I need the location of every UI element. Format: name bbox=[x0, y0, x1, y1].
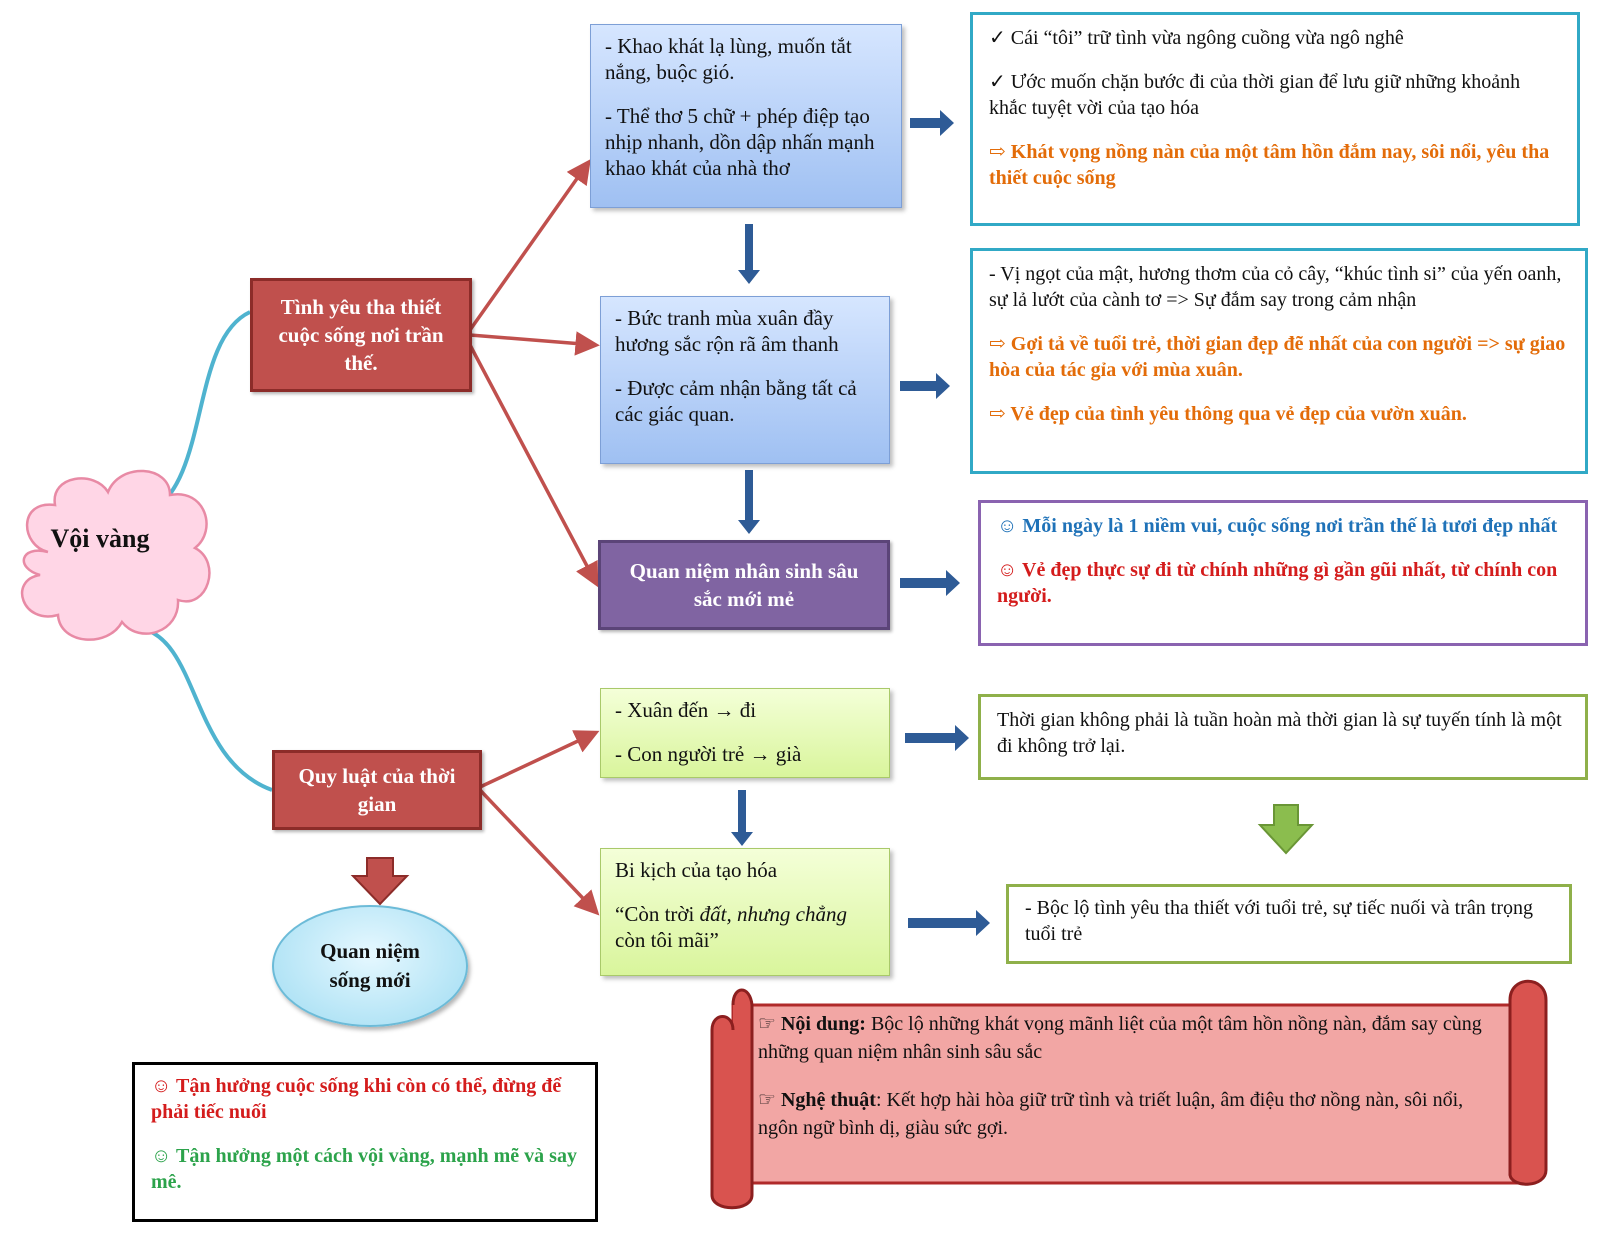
branch1-title: Tình yêu tha thiết cuộc sống nơi trần th… bbox=[278, 295, 444, 375]
blue-arrows-down bbox=[731, 224, 760, 846]
link-branch2-a bbox=[479, 730, 600, 789]
summary-content: ☞ Nội dung: Bộc lộ những khát vọng mãnh … bbox=[758, 1010, 1498, 1066]
new-view-label: Quan niệm sống mới bbox=[320, 939, 420, 992]
branch1-box-a: - Khao khát lạ lùng, muốn tắt nắng, buộc… bbox=[590, 24, 902, 208]
cloud-link-bottom bbox=[139, 626, 273, 792]
red-down-arrow bbox=[350, 857, 410, 906]
branch2-note-b: - Bộc lộ tình yêu tha thiết với tuổi trẻ… bbox=[1006, 884, 1572, 964]
new-view-line-1: ☺ Tận hưởng cuộc sống khi còn có thể, đừ… bbox=[151, 1075, 562, 1123]
quote-open: “Còn trời bbox=[615, 902, 700, 926]
branch1-note-c: ☺ Mỗi ngày là 1 niềm vui, cuộc sống nơi … bbox=[978, 500, 1588, 646]
arrow-down-2 bbox=[738, 470, 760, 534]
arrow-down-3 bbox=[731, 790, 753, 846]
green-down-arrow bbox=[1257, 804, 1315, 855]
blue-arrows-right bbox=[900, 110, 990, 936]
link-branch2-b bbox=[478, 788, 600, 916]
branch2-title-box: Quy luật của thời gian bbox=[272, 750, 482, 830]
branch1-box-b: - Bức tranh mùa xuân đầy hương sắc rộn r… bbox=[600, 296, 890, 464]
quote-close: còn tôi mãi” bbox=[615, 928, 719, 952]
arrow-right-3 bbox=[900, 570, 960, 596]
branch1-note-a: ✓ Cái “tôi” trữ tình vừa ngông cuồng vừa… bbox=[970, 12, 1580, 226]
note-b-line-2: ⇨ Gợi tả về tuổi trẻ, thời gian đẹp đẽ n… bbox=[989, 333, 1566, 381]
arrow-right-5 bbox=[908, 910, 990, 936]
center-topic-label: Vội vàng bbox=[50, 524, 150, 553]
branch2-box-a-line-1: - Xuân đến → đi bbox=[615, 698, 757, 722]
note-a-check-1: ✓ Cái “tôi” trữ tình vừa ngông cuồng vừa… bbox=[989, 27, 1404, 49]
arrow-right-1 bbox=[910, 110, 954, 136]
art-label: Nghệ thuật bbox=[780, 1089, 876, 1111]
branch2-box-b-quote: “Còn trời đất, nhưng chẳng còn tôi mãi” bbox=[615, 901, 875, 953]
branch1-box-a-line-2: - Thể thơ 5 chữ + phép điệp tạo nhịp nha… bbox=[605, 104, 875, 180]
branch2-note-a-text: Thời gian không phải là tuần hoàn mà thờ… bbox=[997, 709, 1562, 757]
bullet-icon: ☞ bbox=[758, 1089, 776, 1111]
quote-italic: đất, nhưng chẳng bbox=[699, 902, 847, 926]
branch2-box-b: Bi kịch của tạo hóa “Còn trời đất, nhưng… bbox=[600, 848, 890, 976]
branch2-box-a: - Xuân đến → đi - Con người trẻ → già bbox=[600, 688, 890, 778]
note-b-line-1: - Vị ngọt của mật, hương thơm của cỏ cây… bbox=[989, 263, 1562, 311]
branch2-box-b-line-1: Bi kịch của tạo hóa bbox=[615, 858, 778, 882]
arrow-down-1 bbox=[738, 224, 760, 284]
bullet-icon: ☞ bbox=[758, 1013, 776, 1035]
branch2-title: Quy luật của thời gian bbox=[298, 764, 456, 816]
content-text: Bộc lộ những khát vọng mãnh liệt của một… bbox=[758, 1013, 1482, 1063]
summary-art: ☞ Nghệ thuật: Kết hợp hài hòa giữ trữ tì… bbox=[758, 1086, 1498, 1142]
branch1-note-b: - Vị ngọt của mật, hương thơm của cỏ cây… bbox=[970, 248, 1588, 474]
arrow-right-2 bbox=[900, 373, 950, 399]
branch1-box-a-line-1: - Khao khát lạ lùng, muốn tắt nắng, buộc… bbox=[605, 34, 852, 84]
new-view-ellipse: Quan niệm sống mới bbox=[272, 905, 468, 1027]
branch1-box-c: Quan niệm nhân sinh sâu sắc mới mẻ bbox=[598, 540, 890, 630]
note-b-line-3: ⇨ Vẻ đẹp của tình yêu thông qua vẻ đẹp c… bbox=[989, 403, 1467, 425]
note-a-conclusion: ⇨ Khát vọng nồng nàn của một tâm hồn đắm… bbox=[989, 141, 1550, 189]
branch2-note-b-text: - Bộc lộ tình yêu tha thiết với tuổi trẻ… bbox=[1025, 897, 1533, 945]
link-branch1-a bbox=[468, 158, 591, 332]
note-c-line-1: ☺ Mỗi ngày là 1 niềm vui, cuộc sống nơi … bbox=[997, 515, 1558, 537]
content-label: Nội dung: bbox=[780, 1013, 866, 1035]
branch1-title-box: Tình yêu tha thiết cuộc sống nơi trần th… bbox=[250, 278, 472, 392]
link-branch1-c bbox=[468, 344, 599, 588]
branch1-box-b-line-2: - Được cảm nhận bằng tất cả các giác qua… bbox=[615, 376, 857, 426]
summary-text: ☞ Nội dung: Bộc lộ những khát vọng mãnh … bbox=[758, 1010, 1498, 1142]
scroll-banner bbox=[710, 979, 1548, 1210]
new-view-box: ☺ Tận hưởng cuộc sống khi còn có thể, đừ… bbox=[132, 1062, 598, 1222]
branch2-note-a: Thời gian không phải là tuần hoàn mà thờ… bbox=[978, 694, 1588, 780]
new-view-line-2: ☺ Tận hưởng một cách vội vàng, mạnh mẽ v… bbox=[151, 1145, 577, 1193]
branch2-box-a-line-2: - Con người trẻ → già bbox=[615, 742, 802, 766]
note-a-check-2: ✓ Ước muốn chặn bước đi của thời gian để… bbox=[989, 71, 1521, 119]
note-c-line-2: ☺ Vẻ đẹp thực sự đi từ chính những gì gầ… bbox=[997, 559, 1558, 607]
arrow-right-4 bbox=[905, 725, 969, 751]
art-text: : Kết hợp hài hòa giữ trữ tình và triết … bbox=[758, 1089, 1464, 1139]
cloud-shape bbox=[20, 469, 211, 641]
link-branch1-b bbox=[469, 331, 600, 356]
branch1-box-b-line-1: - Bức tranh mùa xuân đầy hương sắc rộn r… bbox=[615, 306, 839, 356]
branch1-box-c-label: Quan niệm nhân sinh sâu sắc mới mẻ bbox=[629, 559, 859, 611]
